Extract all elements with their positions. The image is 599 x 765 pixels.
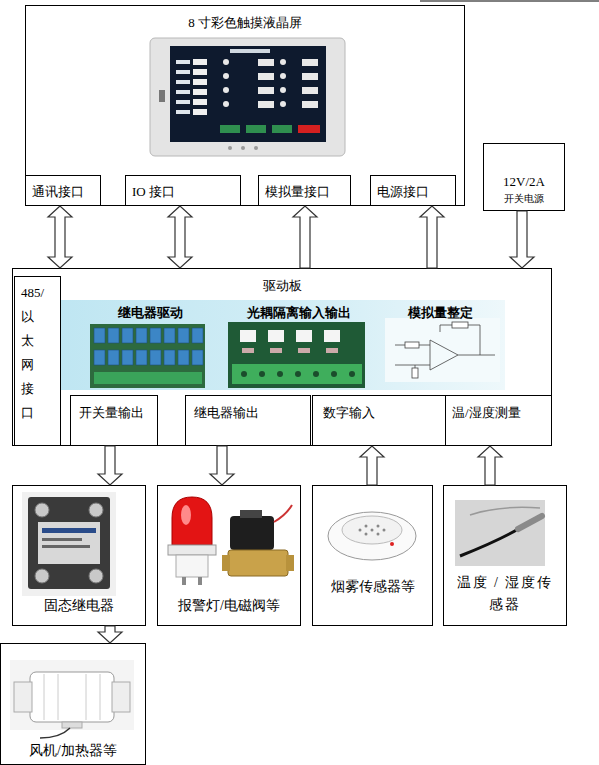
node-label: 报警灯/电磁阀等 [158,597,300,615]
op-amp-circuit [385,318,500,382]
smoke-detector-photo [328,512,416,560]
input-port: 数字输入 [312,395,446,446]
solenoid-valve-photo [222,505,294,576]
node-label: 温/湿度测量 [452,404,548,421]
output-port: 开关量输出 [70,395,158,446]
block-arrow [98,446,122,485]
block-arrow [48,206,72,268]
node-label: 温度 / 湿度传感器 [454,572,556,616]
node-label: 12V/2A [484,173,564,190]
node-label: 8 寸彩色触摸液晶屏 [26,14,464,31]
node-label: IO 接口 [132,183,236,200]
relay-board-photo [90,324,205,388]
node-label: 驱动板 [13,277,551,294]
block-arrow [420,206,444,268]
device-box: 烟雾传感器等 [312,485,433,626]
node-label: 电源接口 [377,183,451,200]
device-box: 温度 / 湿度传感器 [443,485,567,626]
block-arrow [478,446,502,485]
node-label: 模拟量整定 [385,304,495,321]
touch-screen-photo [150,38,345,156]
module-band-fill [60,300,505,390]
block-arrow [210,446,234,485]
block-arrow [168,206,192,268]
node-label: 光耦隔离输入输出 [226,304,372,321]
node-label: 继电器输出 [194,404,304,421]
interface-port: 模拟量接口 [258,175,351,206]
temperature-probe-photo [455,500,545,566]
node-label: 485/ 以 太 网 接 口 [21,281,44,425]
node-label: 继电器驱动 [90,304,210,321]
input-port: 温/湿度测量 [445,395,552,446]
block-arrow [510,211,534,268]
power-supply-box: 12V/2A 开关电源 [483,143,565,211]
node-label: 数字输入 [323,404,441,421]
node-label: 模拟量接口 [265,183,346,200]
node-label: 烟雾传感器等 [313,578,432,596]
device-box: 报警灯/电磁阀等 [157,485,301,626]
node-label: 风机/加热器等 [1,742,145,760]
node-label: 开关电源 [484,192,564,205]
interface-port: IO 接口 [125,175,241,206]
device-box: 固态继电器 [12,485,146,626]
interface-port: 通讯接口 [25,175,101,206]
block-arrow [360,446,384,485]
alarm-light-photo [168,497,216,585]
solid-state-relay-photo [22,492,116,596]
device-box: 风机/加热器等 [0,643,146,765]
node-label: 通讯接口 [32,183,96,200]
border-fragment [420,1,599,2]
output-port: 继电器输出 [185,395,311,446]
module-band: 继电器驱动光耦隔离输入输出模拟量整定 [60,300,505,390]
interface-port: 电源接口 [370,175,456,206]
node-label: 固态继电器 [13,597,145,615]
block-arrow [98,626,122,643]
network-port: 485/ 以 太 网 接 口 [14,276,61,446]
display-box: 通讯接口 IO 接口 模拟量接口 电源接口 8 寸彩色触摸液晶屏 [25,5,465,206]
node-label: 开关量输出 [79,404,155,421]
block-arrow [293,206,317,268]
driver-board: 485/ 以 太 网 接 口继电器驱动光耦隔离输入输出模拟量整定开关量输出继电器… [12,268,552,446]
optocoupler-board-photo [228,322,365,388]
inline-fan-photo [10,660,134,738]
